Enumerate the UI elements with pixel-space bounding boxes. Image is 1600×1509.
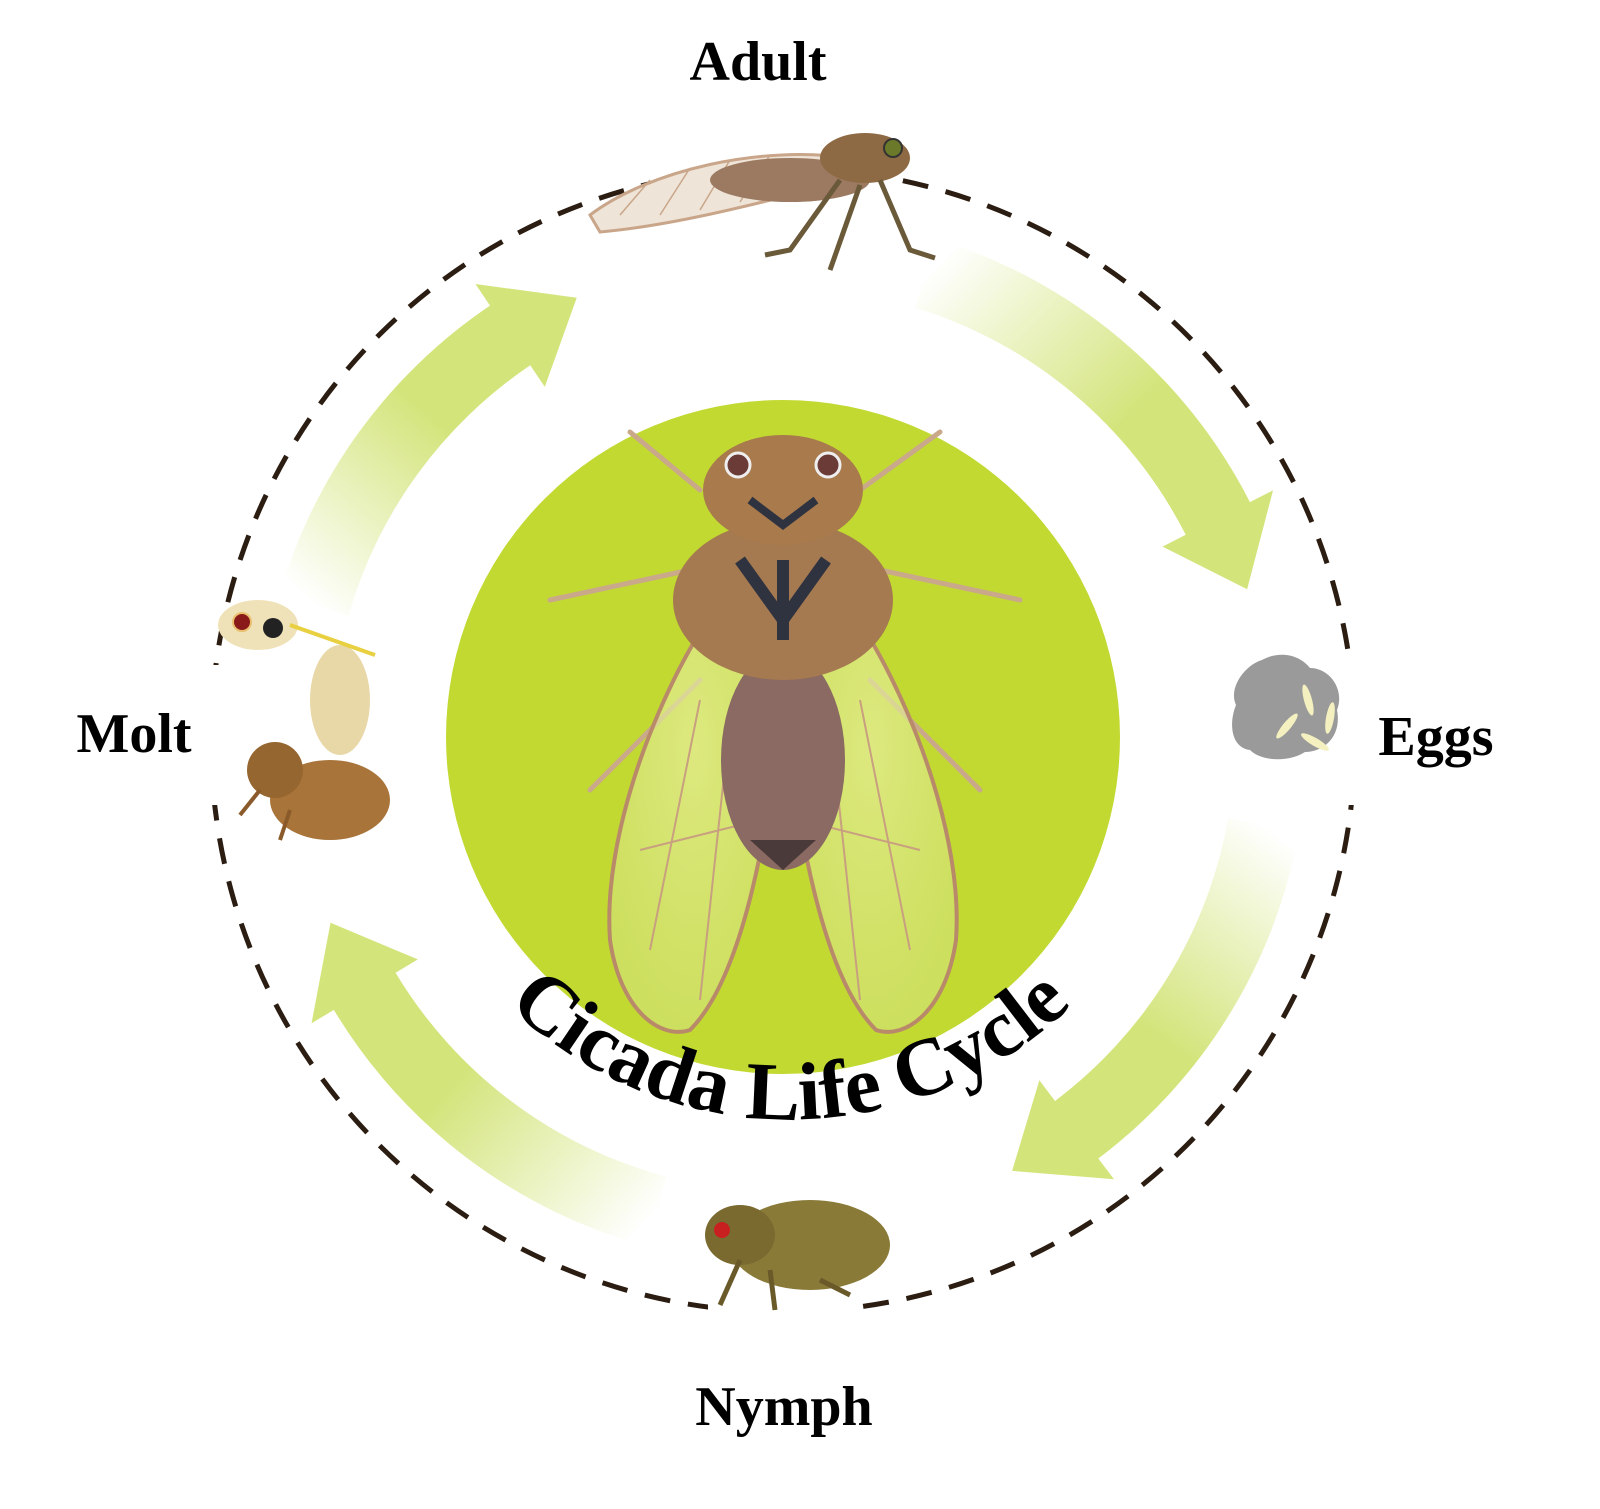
stage-label-nymph: Nymph: [695, 1376, 872, 1438]
center-cicada-icon: [547, 429, 1023, 1034]
egg-cluster-icon: [1232, 654, 1340, 760]
stage-label-adult: Adult: [690, 31, 827, 93]
cycle-arrows: [279, 238, 1300, 1247]
ring-gap: [192, 665, 252, 805]
arrow-molt-to-adult: [279, 284, 577, 616]
arrow-eggs-to-nymph: [1012, 818, 1300, 1180]
arrow-nymph-to-molt: [311, 922, 667, 1247]
molting-cicada-icon: [218, 600, 390, 841]
adult-cicada-icon: [588, 133, 936, 271]
nymph-icon: [705, 1200, 890, 1311]
stage-label-eggs: Eggs: [1378, 706, 1493, 768]
arrow-adult-to-eggs: [915, 238, 1274, 590]
stage-label-molt: Molt: [76, 703, 191, 765]
